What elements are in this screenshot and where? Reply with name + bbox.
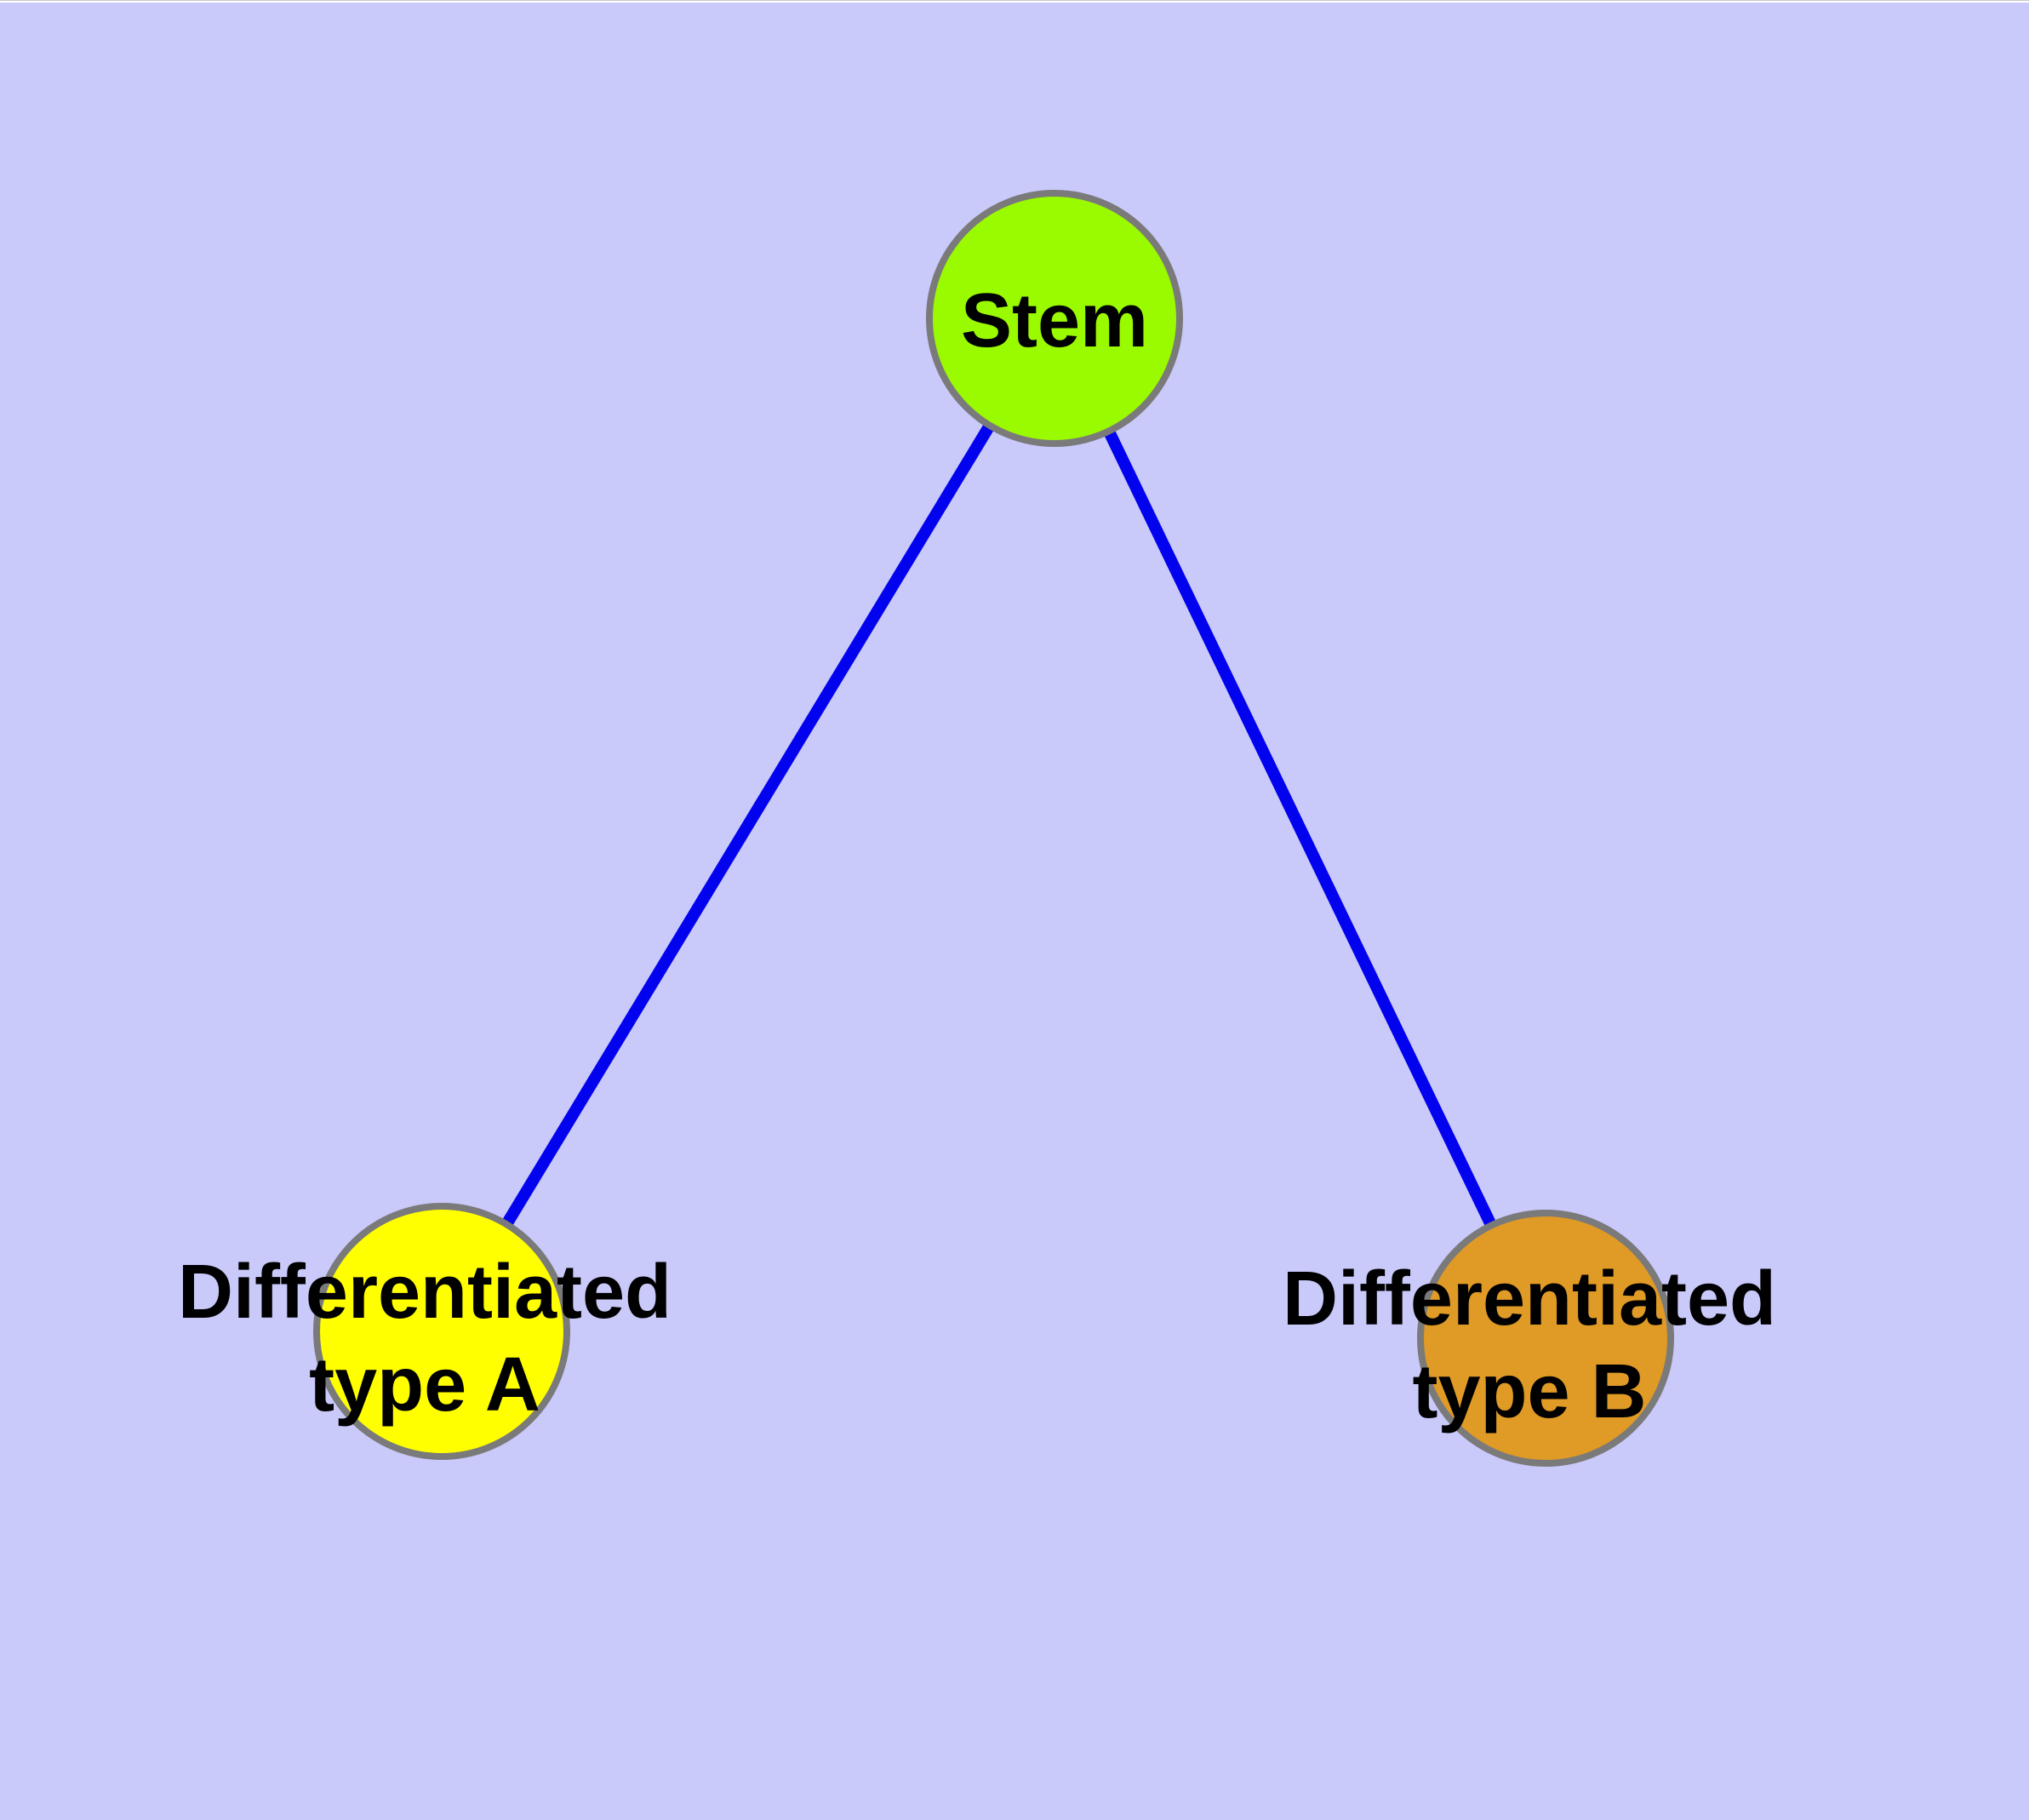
window-top-strip: [0, 0, 2029, 3]
node-differentiated-type-b-label-line2: type B: [1412, 1349, 1646, 1434]
node-differentiated-type-a-circle: [313, 1203, 570, 1460]
node-stem-circle: [926, 190, 1183, 447]
node-differentiated-type-a-label-line2: type A: [309, 1342, 540, 1428]
edge-stem-to-type-a: [437, 315, 1060, 1335]
node-differentiated-type-a-label-line1: Differentiated: [178, 1250, 672, 1335]
node-differentiated-type-b: Differentiated type B: [1283, 1210, 1776, 1467]
node-stem-label: Stem: [961, 278, 1148, 363]
node-stem: Stem: [926, 190, 1183, 447]
window-top-hairline: [0, 0, 2029, 1]
node-differentiated-type-b-label-line1: Differentiated: [1283, 1256, 1776, 1342]
node-differentiated-type-b-circle: [1417, 1210, 1674, 1467]
node-differentiated-type-a: Differentiated type A: [178, 1203, 672, 1460]
edge-stem-to-type-b: [1049, 315, 1552, 1342]
